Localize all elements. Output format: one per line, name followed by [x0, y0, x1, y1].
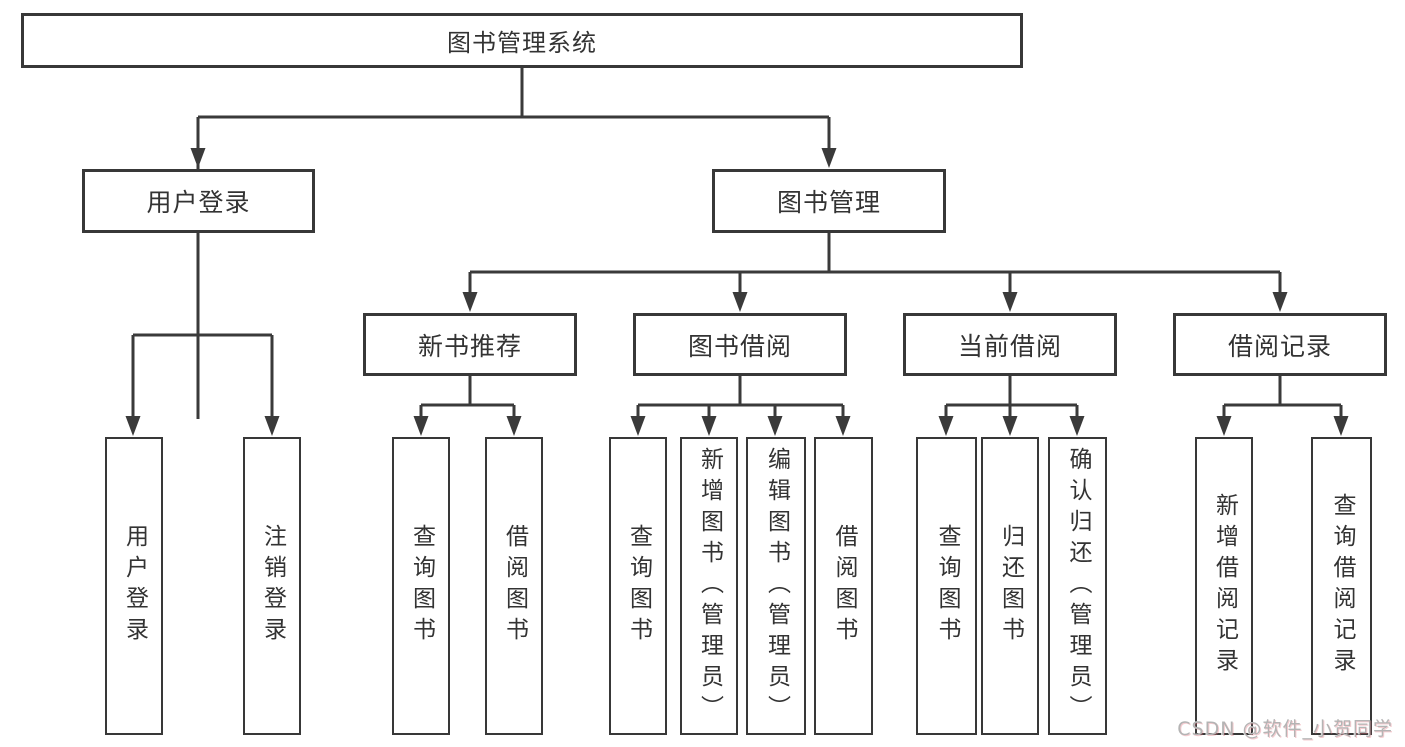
leaf-label: 查询图书	[408, 524, 435, 648]
node-label: 新书推荐	[417, 331, 522, 361]
leaf-query-books-recommend: 查询图书	[392, 437, 450, 735]
node-book-management: 图书管理	[712, 169, 946, 233]
node-new-book-recommendation: 新书推荐	[363, 313, 577, 376]
leaf-label: 编辑图书（管理员）	[763, 446, 790, 726]
node-label: 图书管理	[776, 188, 881, 217]
leaf-edit-books-admin: 编辑图书（管理员）	[746, 437, 806, 735]
arrowhead	[938, 416, 954, 436]
leaf-query-borrow-record: 查询借阅记录	[1311, 437, 1372, 735]
leaf-add-books-admin: 新增图书（管理员）	[680, 437, 738, 735]
arrowhead	[190, 148, 206, 168]
leaf-user-login: 用户登录	[105, 437, 163, 735]
arrowhead	[462, 292, 478, 312]
arrowhead	[125, 416, 141, 436]
node-label: 用户登录	[146, 188, 251, 217]
arrowhead	[767, 416, 783, 436]
arrowhead	[732, 292, 748, 312]
leaf-borrow-books-borrowing: 借阅图书	[814, 437, 873, 735]
arrowhead	[701, 416, 717, 436]
arrowhead	[1002, 292, 1018, 312]
connector-current-to-leaves	[944, 376, 1079, 419]
node-label: 图书管理系统	[447, 29, 597, 57]
leaf-logout: 注销登录	[243, 437, 301, 735]
leaf-label: 查询借阅记录	[1329, 493, 1355, 679]
node-user-login: 用户登录	[82, 169, 315, 233]
leaf-label: 新增借阅记录	[1211, 493, 1238, 679]
node-borrowing-records: 借阅记录	[1173, 313, 1387, 376]
leaf-query-books-current: 查询图书	[916, 437, 977, 735]
leaf-label: 注销登录	[259, 524, 286, 648]
leaf-label: 借阅图书	[501, 524, 528, 648]
connector-records-to-leaves	[1222, 376, 1343, 419]
leaf-label: 借阅图书	[831, 524, 857, 648]
leaf-label: 查询图书	[934, 524, 960, 648]
arrowhead	[1272, 292, 1288, 312]
arrowhead	[413, 416, 429, 436]
leaf-confirm-return-admin: 确认归还（管理员）	[1048, 437, 1107, 735]
node-label: 图书借阅	[687, 331, 792, 361]
node-current-borrowing: 当前借阅	[903, 313, 1117, 376]
arrowhead	[1069, 416, 1085, 436]
leaf-return-books: 归还图书	[981, 437, 1039, 735]
csdn-watermark: CSDN @软件_小贺同学	[1177, 718, 1393, 740]
connector-userlogin-to-leaves	[131, 233, 274, 419]
connector-borrowing-to-leaves	[636, 376, 845, 419]
arrowhead	[821, 148, 837, 168]
leaf-label: 查询图书	[625, 524, 652, 648]
connector-root-to-level2	[196, 68, 831, 419]
leaf-add-borrow-record: 新增借阅记录	[1195, 437, 1253, 735]
node-library-management-system: 图书管理系统	[21, 13, 1023, 68]
leaf-borrow-books-recommend: 借阅图书	[485, 437, 543, 735]
arrowhead	[1216, 416, 1232, 436]
node-label: 借阅记录	[1227, 331, 1332, 361]
node-label: 当前借阅	[957, 331, 1062, 361]
leaf-label: 确认归还（管理员）	[1065, 446, 1091, 726]
connector-bookmgmt-to-level3	[468, 233, 1282, 295]
arrowhead	[264, 416, 280, 436]
leaf-query-books-borrowing: 查询图书	[609, 437, 667, 735]
node-book-borrowing: 图书借阅	[633, 313, 847, 376]
connector-newbooks-to-leaves	[419, 376, 516, 419]
arrowhead	[835, 416, 851, 436]
arrowhead	[506, 416, 522, 436]
leaf-label: 用户登录	[121, 524, 148, 648]
arrowhead	[1333, 416, 1349, 436]
leaf-label: 新增图书（管理员）	[696, 446, 723, 726]
arrowhead	[1002, 416, 1018, 436]
leaf-label: 归还图书	[997, 524, 1024, 648]
arrowhead	[630, 416, 646, 436]
